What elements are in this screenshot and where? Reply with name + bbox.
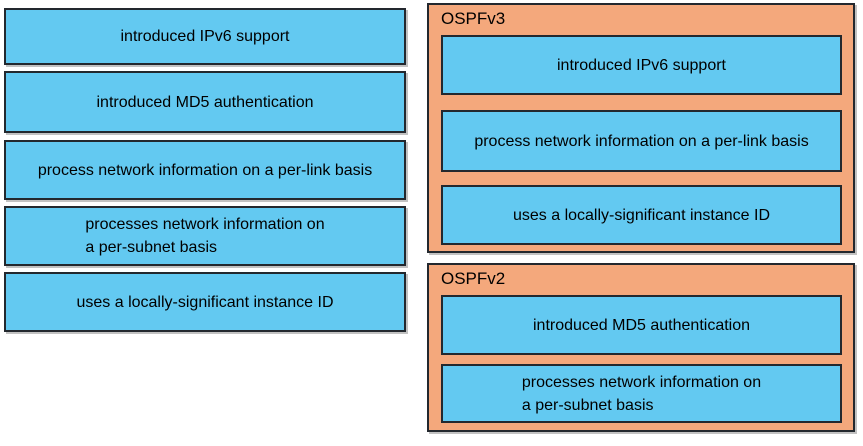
option-label: uses a locally-significant instance ID [76, 293, 334, 311]
option-label: introduced MD5 authentication [96, 93, 314, 111]
option-label: introduced IPv6 support [120, 28, 290, 45]
item-label: introduced MD5 authentication [532, 316, 751, 334]
item-label: uses a locally-significant instance ID [512, 206, 770, 224]
ospfv3-title: OSPFv3 [441, 9, 506, 28]
drop-target-ospfv2[interactable]: OSPFv2 introduced MD5 authentication pro… [427, 263, 855, 432]
option-introduced-ipv6-support[interactable]: introduced IPv6 support [4, 8, 406, 65]
item-label: process network information on a per-lin… [474, 132, 809, 150]
item-label: introduced IPv6 support [557, 56, 726, 74]
ospfv3-item-process-per-link-basis[interactable]: process network information on a per-lin… [441, 110, 842, 172]
ospfv3-item-locally-significant-instance-id[interactable]: uses a locally-significant instance ID [441, 185, 842, 245]
ospfv2-title: OSPFv2 [441, 269, 506, 288]
option-process-per-link-basis[interactable]: process network information on a per-lin… [4, 140, 406, 200]
option-locally-significant-instance-id[interactable]: uses a locally-significant instance ID [4, 272, 406, 332]
ospfv2-item-introduced-md5-authentication[interactable]: introduced MD5 authentication [441, 295, 842, 355]
option-introduced-md5-authentication[interactable]: introduced MD5 authentication [4, 71, 406, 133]
ospfv3-item-introduced-ipv6-support[interactable]: introduced IPv6 support [441, 35, 842, 95]
drop-target-ospfv3[interactable]: OSPFv3 introduced IPv6 support process n… [427, 3, 855, 253]
option-label: process network information on a per-lin… [37, 161, 373, 179]
